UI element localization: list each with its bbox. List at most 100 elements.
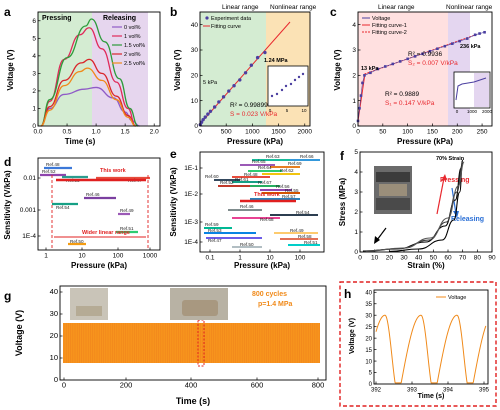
panel-f-xlabel: Strain (%)	[407, 261, 445, 270]
panel-c-ylabel: Voltage (V)	[333, 49, 342, 91]
c-point	[391, 62, 395, 66]
c-ytick: 3	[352, 47, 356, 54]
e-xtick: 0.1	[205, 255, 214, 262]
c-ytick: 4	[352, 22, 356, 29]
curve-2vol	[40, 58, 136, 127]
c-point	[465, 37, 469, 40]
legend-2vol: 2 vol%	[124, 52, 141, 58]
b-inset-point	[297, 75, 301, 79]
a-xtick: 1.5	[121, 129, 130, 136]
panel-f-letter: f	[340, 149, 345, 163]
c-point	[478, 32, 481, 35]
b-inset-tick: 10	[301, 108, 307, 113]
e-ref-label: Ref.47	[208, 238, 222, 243]
e-ref-label: Ref.67	[258, 180, 272, 185]
c-point	[383, 65, 387, 68]
b-ytick: 0	[194, 123, 198, 130]
b-sensitivity: S = 0.023 V/kPa	[230, 111, 278, 118]
f-stress-curve	[389, 159, 464, 252]
pressing-label: Pressing	[42, 15, 72, 22]
e-xtick: 1	[238, 255, 242, 262]
panel-a-letter: a	[4, 5, 11, 19]
panel-h-xlabel: Time (s)	[418, 393, 445, 400]
g-ytick: 0	[54, 375, 58, 384]
b-xtick: 1000	[245, 129, 260, 136]
f-xtick: 60	[444, 255, 452, 262]
h-legend: Voltage	[448, 295, 466, 301]
c-legend-voltage: Voltage	[372, 16, 390, 22]
panel-c-xlabel: Pressure (kPa)	[397, 137, 453, 146]
b-ytick: 10	[191, 98, 199, 105]
panel-f-curves	[362, 159, 465, 252]
b-ytick: 20	[191, 73, 199, 80]
e-xtick: 100	[295, 255, 306, 262]
legend-1vol: 1 vol%	[124, 34, 141, 40]
a-ytick: 6	[32, 18, 36, 25]
f-xtick: 90	[488, 255, 496, 262]
d-ytick: 0.01	[23, 175, 36, 182]
b-inset-point	[270, 94, 274, 98]
b-point	[212, 105, 217, 109]
d-ref-label: Ref.52	[42, 169, 56, 174]
d-this-work: This work	[100, 168, 127, 174]
h-xtick: 393	[407, 388, 418, 394]
h-ytick: 10	[365, 359, 372, 365]
c-point	[458, 39, 462, 43]
releasing-label: Releasing	[103, 15, 136, 22]
a-ytick: 1	[32, 106, 36, 113]
b-5kpa: 5 kPa	[203, 80, 218, 86]
f-ytick: 1	[354, 229, 358, 236]
e-ref-label: Ref.57	[282, 194, 296, 199]
c-point	[443, 44, 447, 48]
b-124mpa: 1.24 MPa	[264, 58, 288, 64]
b-inset-point	[284, 84, 288, 88]
panel-b-ylabel: Voltage (V)	[173, 49, 182, 91]
e-ref-label: Ref.59	[205, 222, 219, 227]
c-xtick: 50	[379, 129, 387, 136]
b-point	[199, 120, 204, 124]
g-xtick: 200	[120, 381, 133, 390]
b-legend-data: Experiment data	[211, 16, 252, 22]
e-ref-label: Ref.56	[276, 184, 290, 189]
g-cycles: 800 cycles	[252, 291, 287, 298]
h-xtick: 395	[479, 388, 490, 394]
panel-a-legend: 0 vol% 1 vol% 1.5 vol% 2 vol% 2.5 vol%	[112, 25, 145, 67]
g-xtick: 0	[62, 381, 66, 390]
panel-c-letter: c	[330, 5, 337, 19]
h-xtick: 392	[371, 388, 382, 394]
e-ref-label: Ref.60	[205, 174, 219, 179]
c-point	[436, 47, 439, 51]
f-stress-curve	[365, 161, 465, 252]
h-xtick: 394	[443, 388, 454, 394]
c-linear-label: Linear range	[378, 4, 415, 11]
panel-c-points	[356, 30, 486, 123]
a-ytick: 5	[32, 36, 36, 43]
c-inset-tick: 2000	[482, 109, 493, 114]
d-ref-label: Ref.48	[46, 162, 60, 167]
h-ytick: 5	[369, 371, 373, 377]
c-point	[398, 60, 402, 63]
c-r2-1: R² = 0.9936	[408, 51, 443, 58]
g-xtick: 800	[312, 381, 325, 390]
legend-0vol: 0 vol%	[124, 25, 141, 31]
c-point	[421, 52, 424, 56]
e-ref-label: Ref.55	[285, 188, 299, 193]
h-ytick: 40	[365, 290, 372, 296]
f-ytick: 2	[354, 209, 358, 216]
b-point	[203, 115, 207, 119]
panel-h-letter: h	[344, 287, 351, 301]
panel-a-ylabel: Voltage (V)	[6, 49, 15, 91]
c-legend-fit2: Fitting curve-2	[372, 30, 407, 36]
panel-a-axes	[37, 11, 161, 127]
b-inset-point	[280, 88, 284, 92]
h-ytick: 35	[365, 302, 372, 308]
e-ref-label: Ref.49	[290, 228, 304, 233]
e-ref-label: Ref.68	[260, 217, 274, 222]
g-ytick: 30	[50, 309, 58, 318]
b-inset-tick: 0	[269, 108, 272, 113]
e-ref-label: Ref.66	[300, 154, 314, 159]
c-point	[369, 71, 372, 75]
